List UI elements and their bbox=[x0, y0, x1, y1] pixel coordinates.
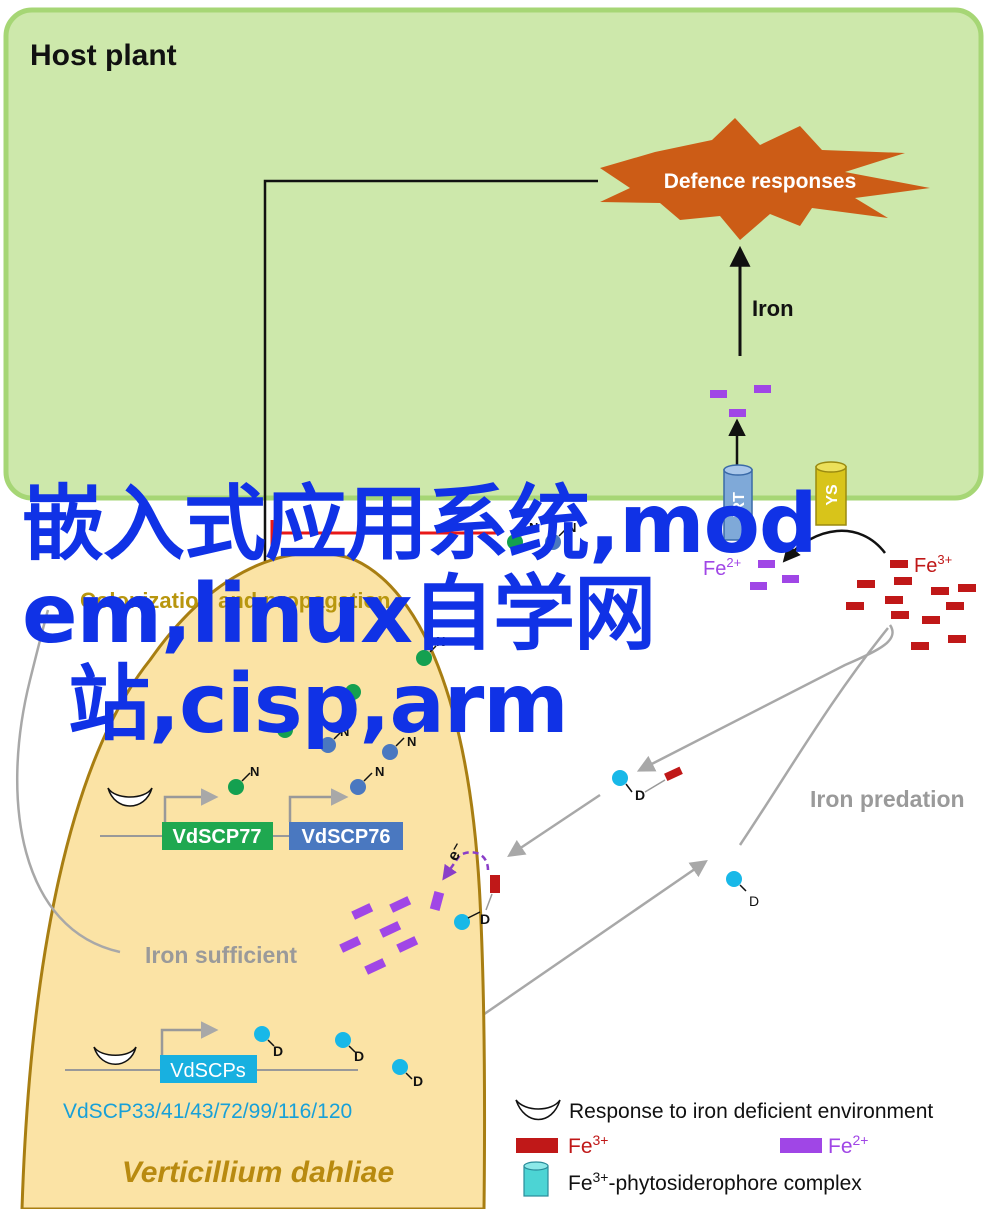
inhibition-line bbox=[270, 520, 500, 546]
nterm-molecule-blue-2: N bbox=[320, 724, 349, 753]
nterm-molecule-blue-2-label: N bbox=[340, 724, 349, 739]
fe3-ions-pool bbox=[846, 577, 976, 650]
fe3-label-base: Fe bbox=[914, 555, 937, 577]
siderophore-d-2: D bbox=[335, 1032, 364, 1064]
nterm-molecule-blue-3: N bbox=[382, 734, 416, 760]
legend-fe2-sup: 2+ bbox=[853, 1132, 869, 1148]
nterm-molecule-blue-4: N bbox=[545, 520, 576, 550]
fe3-label-sup: 3+ bbox=[937, 552, 952, 567]
legend-response-icon bbox=[515, 1099, 561, 1121]
siderophore-d-4: D bbox=[726, 871, 759, 909]
fungus-hypha bbox=[20, 551, 487, 1209]
legend-complex-rest: -phytosiderophore complex bbox=[608, 1172, 862, 1195]
nterm-molecule-blue-1: N bbox=[350, 764, 384, 795]
nterm-molecule-green-1: N bbox=[228, 764, 259, 795]
siderophore-fe3-complex: D bbox=[612, 766, 683, 803]
vdscp76-label: VdSCP76 bbox=[302, 826, 391, 848]
legend-fe3-swatch bbox=[516, 1138, 558, 1153]
electron-label: e⁻ bbox=[445, 840, 468, 864]
defence-responses-burst bbox=[600, 118, 930, 240]
legend-fe2-label: Fe2+ bbox=[828, 1132, 868, 1158]
nterm-molecule-blue-4-label: N bbox=[567, 520, 576, 535]
nterm-molecule-green-5-label: N bbox=[529, 520, 538, 535]
fe3-ion-label-marker bbox=[890, 560, 908, 568]
legend-complex-icon bbox=[523, 1161, 549, 1197]
host-plant-label: Host plant bbox=[30, 39, 177, 72]
host-plant-region bbox=[3, 7, 984, 501]
nterm-molecule-green-3 bbox=[345, 684, 361, 700]
vdscps-label: VdSCPs bbox=[170, 1060, 246, 1082]
fungus-label: Verticillium dahliae bbox=[122, 1156, 394, 1189]
defence-responses-label: Defence responses bbox=[664, 170, 857, 193]
siderophore-d-4-label: D bbox=[749, 893, 759, 909]
siderophore-fe3-complex-label: D bbox=[635, 787, 645, 803]
legend-complex-label: Fe3+-phytosiderophore complex bbox=[568, 1169, 862, 1195]
fe2-label-base: Fe bbox=[703, 558, 726, 580]
reduction-arrow bbox=[782, 529, 886, 563]
fe3-label: Fe3+ bbox=[914, 552, 952, 577]
legend-fe2-swatch bbox=[780, 1138, 822, 1153]
siderophore-d-3: D bbox=[392, 1059, 423, 1089]
membrane-reduction-d-label: D bbox=[480, 911, 490, 927]
nterm-molecule-green-5: N bbox=[507, 520, 538, 550]
siderophore-d-3-label: D bbox=[413, 1073, 423, 1089]
ys-transporter bbox=[815, 461, 847, 526]
fe2-ions-fungus bbox=[339, 896, 419, 975]
ys-label: YS bbox=[824, 484, 841, 506]
nterm-molecule-green-4-label: N bbox=[436, 634, 445, 649]
iron-predation-label: Iron predation bbox=[810, 786, 965, 812]
iron-arrow-label: Iron bbox=[752, 296, 794, 321]
siderophore-d-2-label: D bbox=[354, 1048, 364, 1064]
siderophore-d-1-label: D bbox=[273, 1043, 283, 1059]
legend-fe3-base: Fe bbox=[568, 1135, 593, 1158]
vdscp77-label: VdSCP77 bbox=[173, 826, 262, 848]
siderophore-d-1: D bbox=[254, 1026, 283, 1059]
vdscps-box bbox=[160, 1055, 257, 1083]
nterm-molecule-blue-3-label: N bbox=[407, 734, 416, 749]
nterm-molecule-green-1-label: N bbox=[250, 764, 259, 779]
fe2-label-sup: 2+ bbox=[726, 555, 741, 570]
irt-label: IRT bbox=[731, 492, 748, 518]
vdscp77-box bbox=[162, 822, 273, 850]
fe2-ions-in-plant bbox=[710, 385, 771, 417]
fe2-ions-outside bbox=[750, 560, 799, 590]
colonization-label: Colonization and propagation bbox=[80, 588, 390, 613]
vdscp-family-list: VdSCP33/41/43/72/99/116/120 bbox=[63, 1100, 352, 1123]
vdscp76-box bbox=[289, 822, 403, 850]
nterm-molecule-green-4: N bbox=[416, 634, 445, 666]
legend-complex-sup: 3+ bbox=[593, 1169, 609, 1185]
iron-predation-cycle bbox=[431, 624, 894, 1052]
legend-fe3-sup: 3+ bbox=[593, 1132, 609, 1148]
iron-sufficient-loop bbox=[16, 609, 121, 954]
nterm-molecule-green-2 bbox=[277, 722, 293, 738]
irt-transporter bbox=[723, 464, 753, 541]
iron-sufficient-label: Iron sufficient bbox=[145, 942, 297, 968]
legend-fe2-base: Fe bbox=[828, 1135, 853, 1158]
membrane-reduction: D bbox=[429, 851, 500, 930]
legend-complex-base: Fe bbox=[568, 1172, 593, 1195]
legend: Response to iron deficient environment F… bbox=[515, 1099, 933, 1197]
legend-fe3-label: Fe3+ bbox=[568, 1132, 608, 1158]
legend-response-label: Response to iron deficient environment bbox=[569, 1100, 933, 1123]
fe2-label: Fe2+ bbox=[703, 555, 741, 580]
nterm-molecule-blue-1-label: N bbox=[375, 764, 384, 779]
